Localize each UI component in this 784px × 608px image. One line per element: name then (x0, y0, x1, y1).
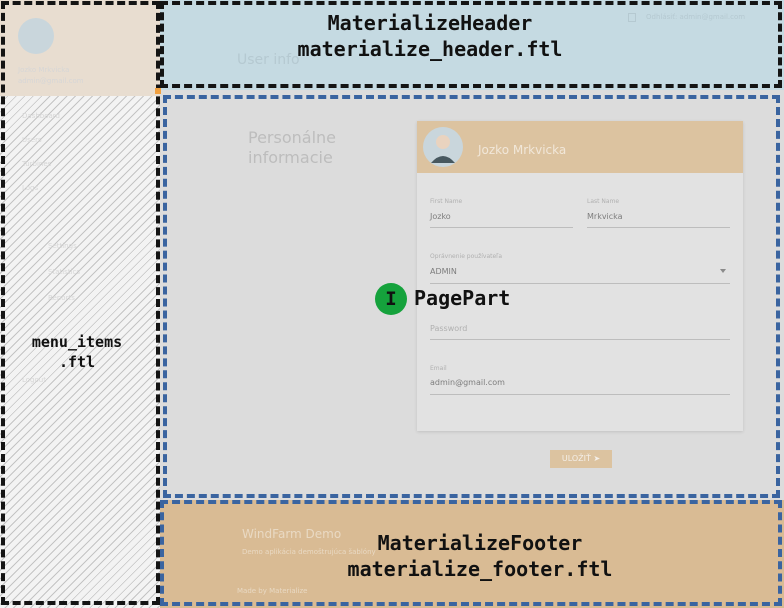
pagepart-badge: I (375, 283, 407, 315)
footer-made-by[interactable]: Made by Materialize (237, 587, 308, 595)
first-name-label: First Name (430, 198, 463, 205)
send-icon: ➤ (593, 454, 601, 463)
sidebar-item-statistics[interactable]: Statistics (48, 268, 80, 276)
last-name-field[interactable]: Mrkvicka (587, 212, 623, 221)
header (160, 0, 784, 90)
sidebar-item-reports[interactable]: Reports (48, 294, 75, 302)
role-underline (430, 283, 730, 284)
save-button-label: ULOŽIŤ (561, 454, 591, 463)
footer-annotation: MaterializeFooter materialize_footer.ftl (270, 530, 690, 582)
footer (160, 500, 784, 608)
sidebar-item-settings[interactable]: Settings (48, 242, 77, 250)
person-icon (431, 135, 455, 163)
last-name-label: Last Name (587, 198, 620, 205)
email-underline (430, 394, 730, 395)
footer-boundary (160, 500, 782, 606)
footer-title: WindFarm Demo (242, 527, 342, 541)
header-boundary (160, 1, 782, 88)
user-card-name: Jozko Mrkvicka (478, 143, 567, 157)
first-name-field[interactable]: Jozko (430, 212, 451, 221)
first-name-underline (430, 227, 573, 228)
chevron-down-icon[interactable] (720, 269, 726, 273)
sidebar-profile-email: admin@gmail.com (18, 77, 84, 85)
sidebar-item-logout[interactable]: Logout (22, 376, 46, 384)
password-field[interactable]: Password (430, 324, 468, 333)
menu-annotation-line1: menu_items (31, 333, 123, 351)
menu-annotation-line2: .ftl (58, 353, 96, 371)
footer-subtitle: Demo aplikácia demoštrujúca šablóny (242, 548, 376, 556)
role-select[interactable]: ADMIN (430, 267, 457, 276)
footer-annotation-line1: MaterializeFooter (377, 531, 583, 555)
corner-marker (155, 88, 161, 94)
menu-items-region (0, 96, 160, 608)
user-card-header (417, 121, 743, 173)
header-annotation: MaterializeHeader materialize_header.ftl (220, 10, 640, 62)
header-annotation-line2: materialize_header.ftl (297, 37, 563, 61)
menu-annotation: menu_items .ftl (12, 332, 142, 372)
logout-icon[interactable] (628, 13, 636, 22)
sidebar-avatar[interactable] (18, 18, 54, 54)
sidebar-item-dashboard[interactable]: Dashboard (22, 112, 60, 120)
header-annotation-line1: MaterializeHeader (327, 11, 533, 35)
password-underline (430, 339, 730, 340)
save-button[interactable]: ULOŽIŤ ➤ (550, 450, 612, 468)
sidebar-item-turbines[interactable]: Turbines (22, 160, 52, 168)
footer-annotation-line2: materialize_footer.ftl (347, 557, 613, 581)
page-part-boundary (163, 95, 780, 498)
page-title: User info (237, 52, 300, 68)
email-field[interactable]: admin@gmail.com (430, 378, 505, 387)
logout-link[interactable]: Odhlásiť: admin@gmail.com (646, 13, 746, 21)
pagepart-annotation: PagePart (414, 286, 511, 310)
menu-items-boundary (1, 1, 160, 605)
sidebar-item-users[interactable]: Users (22, 136, 42, 144)
sidebar-item-logs[interactable]: Logs (22, 184, 39, 192)
sidebar-profile-name: Jozko Mrkvicka (18, 66, 70, 74)
role-label: Oprávnenie používateľa (430, 253, 503, 260)
user-avatar (423, 127, 463, 167)
section-title: Personálne informacie (248, 128, 336, 167)
email-label: Email (430, 365, 447, 372)
last-name-underline (587, 227, 730, 228)
